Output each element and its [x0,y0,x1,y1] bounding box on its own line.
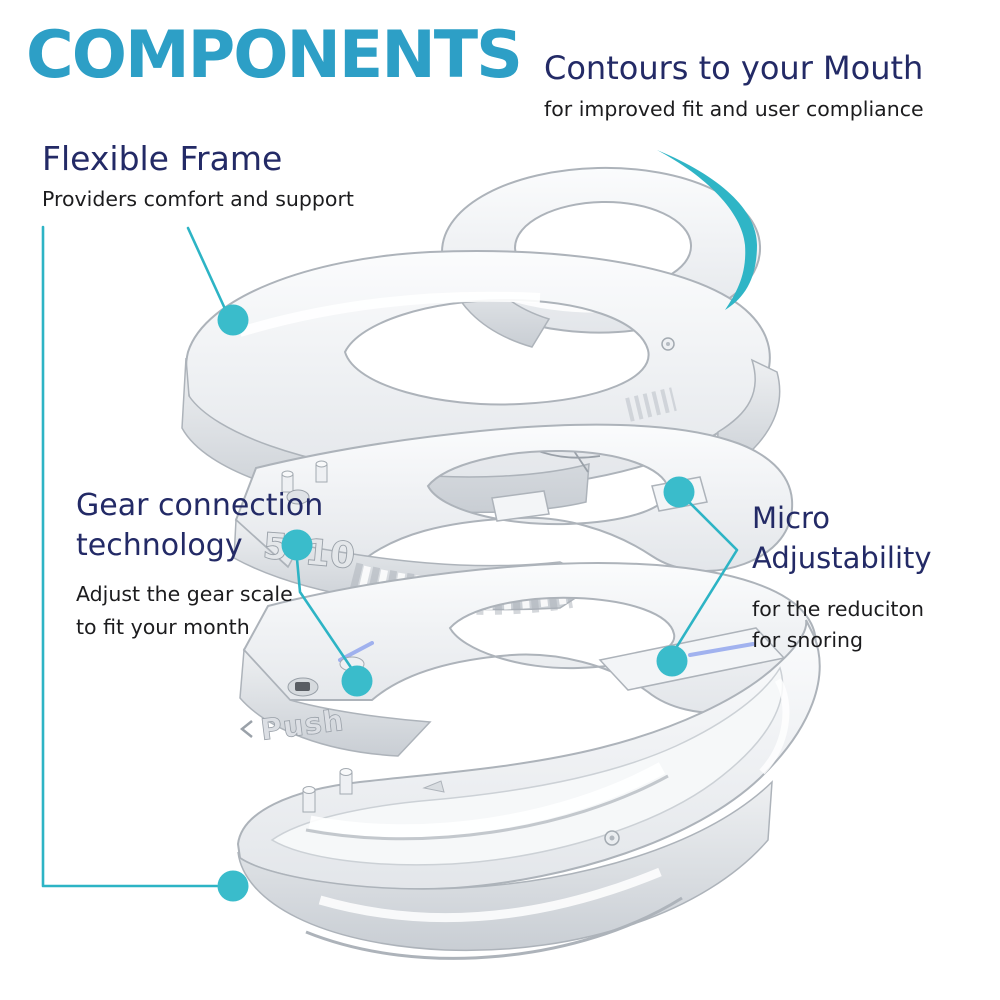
gear-plate-peg-top [315,460,328,468]
lower-tray-wall-highlight [318,867,662,923]
lower-tray-notch [422,780,445,793]
callout-dot-flexible-frame-bottom [217,870,249,902]
lower-tray-inner-highlight [308,762,666,838]
contours-callout-arc [657,150,757,310]
micro-callout-line [674,501,739,650]
page-title: COMPONENTS [26,18,523,93]
drum-ribs [625,387,677,422]
contours-heading: Contours to your Mouth [544,49,924,87]
gear-connection-heading: Gear connection technology [76,488,324,563]
callout-dot-gear-lower [341,665,373,697]
lower-tray-screw-center [609,835,615,841]
lower-tray-peg-top [302,786,316,794]
contours-subheading: for improved fit and user compliance [544,96,924,121]
micro-adjustability-subheading: for the reduciton for snoring [752,594,1000,656]
gear-connection-subheading-line2: to fit your month [76,615,250,639]
gear-plate-peg-top [281,470,294,478]
flexible-frame-subheading: Providers comfort and support [42,186,354,211]
adjustment-plate-front-wall [239,648,432,757]
frame-screw-center [666,342,670,346]
micro-adjustability-subheading-line2: for snoring [752,628,864,652]
gear-plate-hole [286,489,310,505]
callout-dot-micro-upper [663,476,695,508]
micro-adjustability-annotation: Micro Adjustability for the reduciton fo… [752,498,1000,656]
micro-adjustability-heading: Micro Adjustability [752,501,932,575]
gear-connection-subheading-line1: Adjust the gear scale [76,582,293,606]
callouts [41,150,757,902]
lower-tray-inner-face [270,666,784,866]
adjustment-plate-slot-hole [295,682,310,691]
callout-dot-gear-upper [281,529,313,561]
push-arrow-icon [239,720,253,738]
frame-highlight [238,291,541,337]
lower-tray [236,619,821,960]
flexible-frame-annotation: Flexible Frame Providers comfort and sup… [42,140,354,211]
callout-dot-flexible-frame-top [217,304,249,336]
flexible-frame-callout-line [186,226,228,313]
micro-adjustability-subheading-line1: for the reduciton [752,597,924,621]
lower-tray-right-highlight [759,678,790,775]
lower-tray-bottom-lip [305,896,683,960]
gear-callout-line [295,557,354,671]
gear-connection-annotation: Gear connection technology Adjust the ge… [76,486,332,644]
gear-connection-subheading: Adjust the gear scale to fit your month [76,578,332,644]
lower-tray-inner-edge [305,774,669,841]
flexible-frame-heading: Flexible Frame [42,139,283,178]
lower-tray-peg-top [339,768,353,776]
gear-scale-number-10: 10 [303,532,356,577]
callout-dot-micro-lower [656,645,688,677]
blue-accent-strip [688,642,755,657]
gear-plate-center-lug [491,490,550,522]
contours-annotation: Contours to your Mouth for improved fit … [544,50,924,121]
flexible-frame-callout-elbow-line [41,225,219,888]
